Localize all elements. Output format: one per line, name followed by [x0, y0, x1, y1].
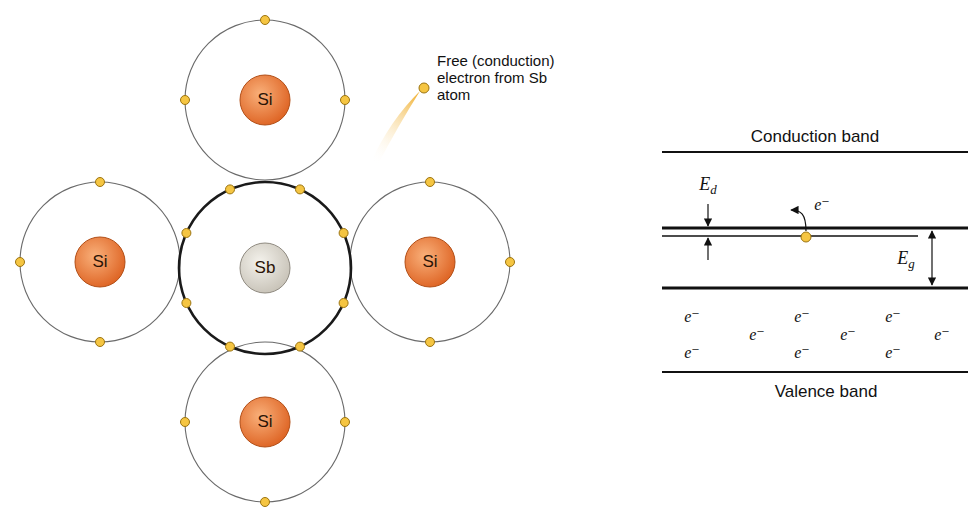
electron-symbol: e⁻ [794, 307, 810, 326]
silicon-atom: Si [239, 74, 291, 126]
electron-symbol: e⁻ [885, 343, 901, 362]
electron-symbol: e⁻ [934, 325, 950, 344]
valence-band-edge [662, 287, 968, 290]
electron-dot [182, 299, 191, 308]
element-symbol: Si [422, 252, 437, 272]
element-symbol: Si [257, 412, 272, 432]
electron-dot [296, 342, 305, 351]
band-name: Conduction band [751, 127, 880, 147]
valence-band-bottom [662, 371, 968, 373]
electron-symbol: e⁻ [840, 325, 856, 344]
electron-dot [339, 229, 348, 238]
electron-trail [370, 91, 420, 166]
band-name: Valence band [775, 382, 878, 402]
conduction-band-edge [662, 227, 968, 230]
callout-text: Free (conduction) electron from Sb atom [437, 52, 565, 103]
electron-dot [426, 338, 435, 347]
electron-dot [96, 178, 105, 187]
electron-dot [261, 498, 270, 507]
conduction-band-top [662, 151, 968, 153]
electron-symbol: e⁻ [885, 307, 901, 326]
electron-dot [182, 229, 191, 238]
electron-dot [341, 96, 350, 105]
si-orbits [20, 20, 510, 502]
atom-core-circle [405, 237, 455, 287]
si-orbit [185, 20, 345, 180]
donor-electron-dot [801, 232, 811, 242]
si-orbit [20, 182, 180, 342]
electron-symbol: e⁻ [749, 325, 765, 344]
atom-core-circle [240, 397, 290, 447]
eg-arrow [931, 231, 932, 285]
atom-core-circle [240, 75, 290, 125]
sb-orbit [179, 182, 351, 354]
electron-dot [261, 16, 270, 25]
si-orbit [350, 182, 510, 342]
silicon-atom: Si [404, 236, 456, 288]
element-symbol: Sb [255, 258, 276, 278]
electron-dot [296, 185, 305, 194]
atom-core-circle [240, 243, 290, 293]
band-diagram [662, 152, 968, 372]
electron-symbol: e⁻ [814, 195, 830, 214]
electron-dot [506, 258, 515, 267]
excitation-arrow [791, 210, 806, 231]
element-symbol: Si [92, 252, 107, 272]
electron-dot [339, 299, 348, 308]
free-electron-dot [419, 83, 429, 93]
electron-dot [16, 258, 25, 267]
electron-dot [181, 418, 190, 427]
electron-dot [341, 418, 350, 427]
silicon-atom: Si [239, 396, 291, 448]
electron-symbol: e⁻ [684, 343, 700, 362]
electron-symbol: e⁻ [684, 307, 700, 326]
energy-symbol: Eg [897, 248, 914, 273]
ed-arrow [707, 204, 708, 226]
electron-dot [426, 178, 435, 187]
si-orbit [185, 342, 345, 502]
ed-arrow [707, 238, 708, 260]
element-symbol: Si [257, 90, 272, 110]
donor-level [662, 235, 918, 236]
electron-symbol: e⁻ [794, 343, 810, 362]
electron-dot [181, 96, 190, 105]
silicon-atom: Si [74, 236, 126, 288]
electron-dot [96, 338, 105, 347]
energy-symbol: Ed [699, 174, 716, 199]
antimony-atom: Sb [239, 242, 291, 294]
atom-core-circle [75, 237, 125, 287]
electron-dot [226, 342, 235, 351]
electron-dot [226, 185, 235, 194]
